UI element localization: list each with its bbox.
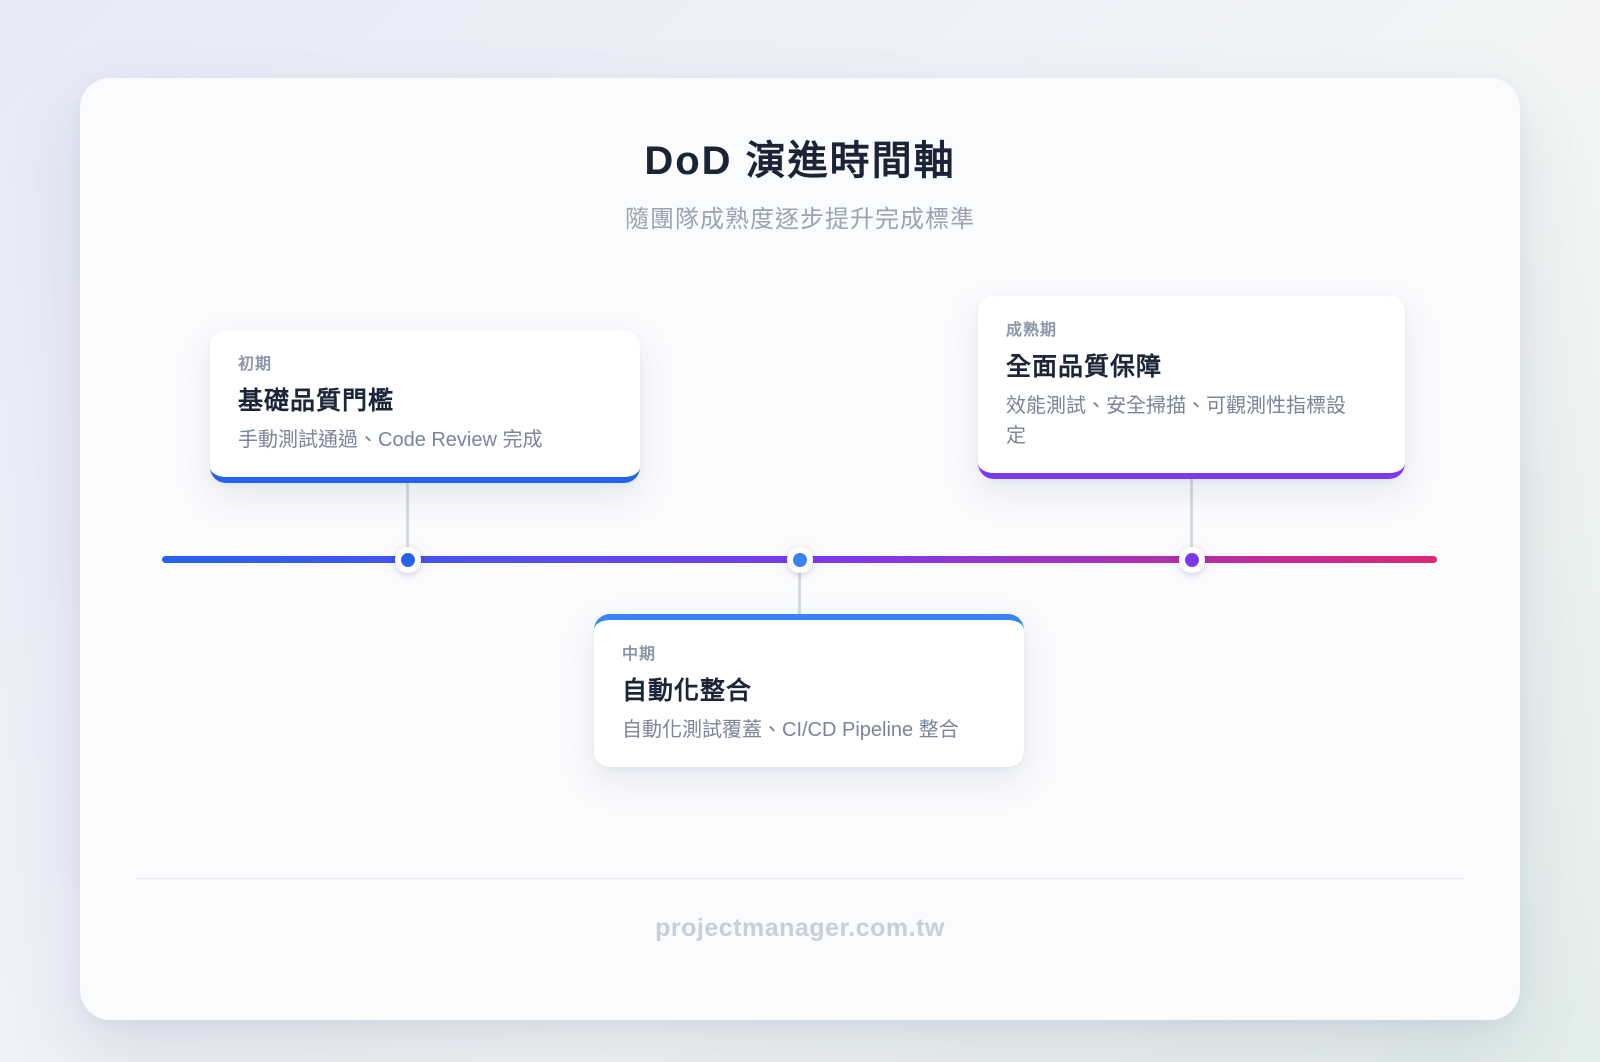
stage2-title: 自動化整合	[622, 677, 753, 705]
stage2-connector-line	[798, 560, 801, 618]
stage1-milestone-dot	[395, 547, 421, 573]
stage3-milestone-dot-inner	[1185, 553, 1199, 567]
stage2-milestone-dot-inner	[793, 553, 807, 567]
stage2-milestone-dot	[787, 547, 813, 573]
stage1-description: 手動測試通過、Code Review 完成	[238, 429, 543, 451]
page-subtitle: 隨團隊成熟度逐步提升完成標準	[625, 206, 975, 233]
stage1-milestone-dot-inner	[401, 553, 415, 567]
stage3-connector-line	[1190, 474, 1193, 562]
stage3-title: 全面品質保障	[1006, 353, 1163, 381]
stage1-title: 基礎品質門檻	[238, 387, 395, 415]
stage2-card: 中期 自動化整合 自動化測試覆蓋、CI/CD Pipeline 整合	[594, 614, 1024, 767]
stage2-phase-label: 中期	[622, 646, 657, 663]
stage1-connector-line	[406, 480, 409, 562]
footer-divider	[136, 878, 1464, 879]
stage3-milestone-dot	[1179, 547, 1205, 573]
content-panel: DoD 演進時間軸 隨團隊成熟度逐步提升完成標準 初期 基礎品質門檻 手動測試通…	[80, 78, 1520, 1020]
stage1-card: 初期 基礎品質門檻 手動測試通過、Code Review 完成	[210, 330, 640, 483]
stage2-description: 自動化測試覆蓋、CI/CD Pipeline 整合	[622, 719, 959, 741]
stage3-card: 成熟期 全面品質保障 效能測試、安全掃描、可觀測性指標設定	[978, 296, 1405, 479]
stage3-phase-label: 成熟期	[1006, 322, 1058, 339]
stage1-phase-label: 初期	[238, 356, 273, 373]
page-title: DoD 演進時間軸	[644, 139, 956, 183]
stage3-description: 效能測試、安全掃描、可觀測性指標設定	[1006, 395, 1346, 447]
footer-watermark: projectmanager.com.tw	[655, 914, 945, 942]
